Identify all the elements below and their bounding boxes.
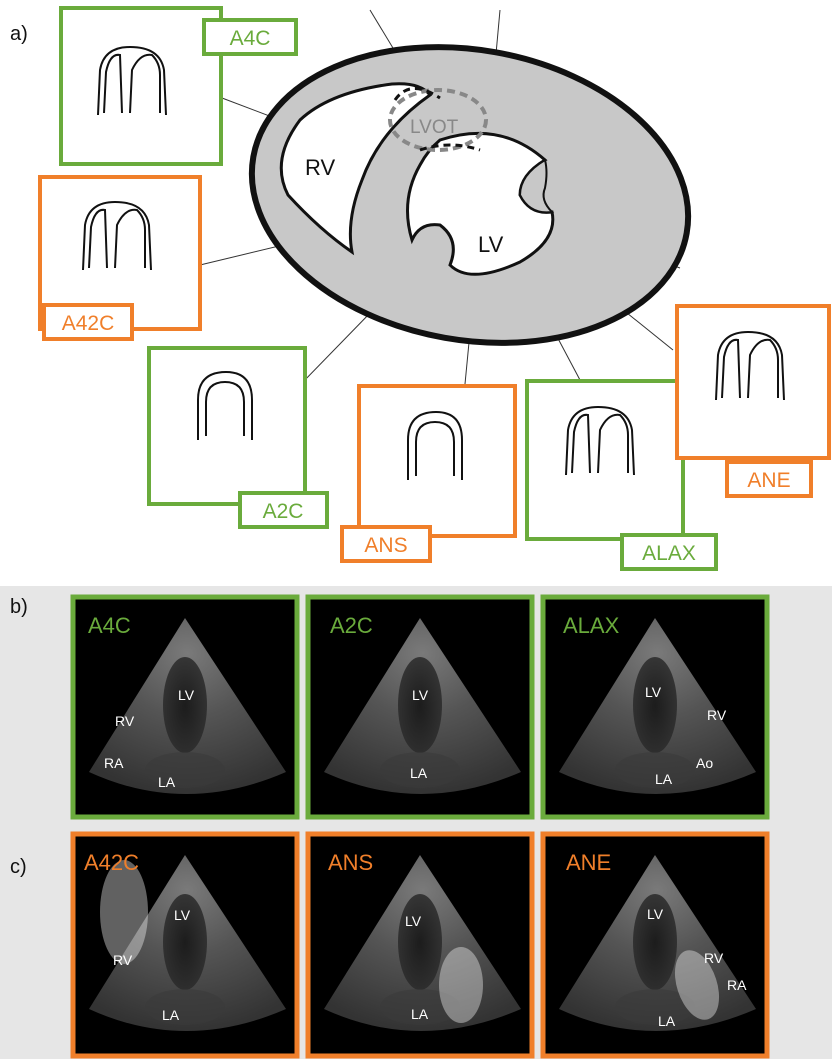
ans-tag: ANS	[364, 534, 407, 557]
echo-rv: RV	[704, 950, 724, 966]
alax-tag: ALAX	[642, 542, 696, 565]
panel-a-label: a)	[10, 23, 28, 45]
echo-title: A2C	[330, 613, 373, 638]
echo-rv: RV	[115, 713, 135, 729]
lv-label: LV	[478, 232, 504, 257]
echo-title: A42C	[84, 850, 139, 875]
echo-title: ALAX	[563, 613, 620, 638]
echo-lv: LV	[405, 913, 422, 929]
echo-la: LA	[410, 765, 428, 781]
echo-a2c: A2C LV LA	[308, 597, 532, 817]
echo-title: ANE	[566, 850, 611, 875]
echo-ane: ANE LV RV RA LA	[543, 834, 767, 1056]
echo-a42c: A42C LV RV LA	[73, 834, 297, 1056]
view-ane: ANE	[677, 306, 829, 496]
lvot-label: LVOT	[410, 117, 459, 138]
echo-lv: LV	[412, 687, 429, 703]
echo-rv: RV	[707, 707, 727, 723]
echo-lv: LV	[647, 906, 664, 922]
echo-lv: LV	[174, 907, 191, 923]
echo-la: LA	[411, 1006, 429, 1022]
heart-cross-section	[228, 14, 712, 376]
rv-label: RV	[305, 155, 335, 180]
echo-la: LA	[158, 774, 176, 790]
a42c-tag: A42C	[62, 312, 115, 335]
echo-ra: RA	[727, 977, 747, 993]
echo-la: LA	[655, 771, 673, 787]
echo-ans: ANS LV LA	[308, 834, 532, 1056]
echo-title: A4C	[88, 613, 131, 638]
echo-la: LA	[162, 1007, 180, 1023]
ane-tag: ANE	[747, 469, 790, 492]
echo-la: LA	[658, 1013, 676, 1029]
echo-lv: LV	[178, 687, 195, 703]
view-a2c: A2C	[149, 348, 327, 527]
echo-alax: ALAX LV RV Ao LA	[543, 597, 767, 817]
a2c-tag: A2C	[263, 500, 304, 523]
a4c-tag: A4C	[230, 27, 271, 50]
echo-lv: LV	[645, 684, 662, 700]
panel-b-label: b)	[10, 596, 28, 618]
echo-ra: RA	[104, 755, 124, 771]
view-ans: ANS	[342, 386, 515, 561]
echo-ao: Ao	[696, 755, 713, 771]
echo-rv: RV	[113, 952, 133, 968]
echo-title: ANS	[328, 850, 373, 875]
view-a42c: A42C	[40, 177, 200, 339]
panel-c-label: c)	[10, 856, 27, 878]
echo-a4c: A4C LV RV RA LA	[73, 597, 297, 817]
